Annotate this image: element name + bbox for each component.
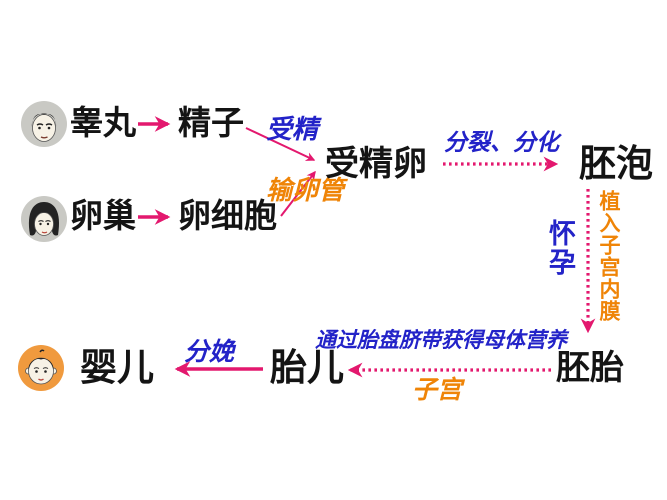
- baby-face-graphic: [18, 345, 64, 391]
- node-sperm: 精子: [178, 104, 244, 141]
- node-embryo: 胚胎: [556, 349, 624, 387]
- baby-face-icon: [17, 344, 65, 392]
- woman-face-icon: [20, 195, 68, 243]
- woman-face-graphic: [21, 196, 67, 242]
- label-pregnancy: 怀孕: [545, 219, 575, 277]
- arrow-sperm-to-zygote: [245, 127, 316, 161]
- label-fertilization: 受精: [266, 115, 319, 144]
- node-testis: 睾丸: [70, 104, 136, 141]
- node-egg-cell: 卵细胞: [178, 197, 277, 234]
- node-ovary: 卵巢: [70, 197, 136, 234]
- man-face-graphic: [21, 101, 67, 147]
- label-maternal-nutrition: 通过胎盘脐带获得母体营养: [315, 328, 567, 352]
- label-implant-uterine-lining: 植入子宫内膜: [597, 190, 621, 322]
- label-division-differentiation: 分裂、分化: [444, 130, 559, 155]
- node-fetus: 胎儿: [270, 347, 344, 388]
- label-delivery: 分娩: [184, 339, 235, 366]
- label-oviduct: 输卵管: [266, 176, 345, 205]
- man-face-icon: [20, 100, 68, 148]
- label-uterus: 子宫: [412, 377, 463, 404]
- arrow-egg-to-zygote: [280, 170, 316, 217]
- node-fertilized-egg: 受精卵: [325, 145, 427, 183]
- node-baby: 婴儿: [80, 347, 154, 388]
- node-blastocyst: 胚泡: [579, 143, 653, 184]
